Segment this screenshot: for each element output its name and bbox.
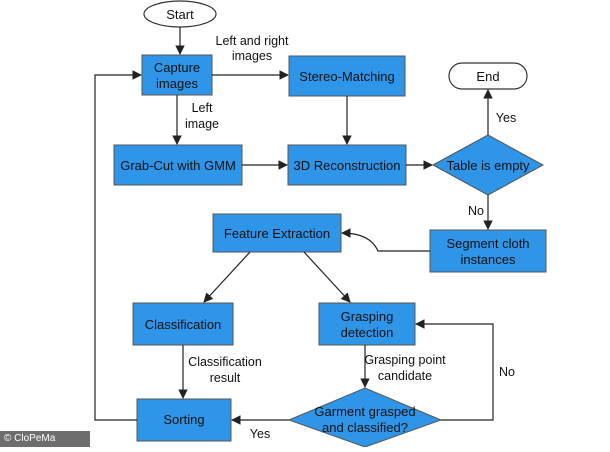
- label-grasp-point-1: Grasping point: [364, 353, 446, 367]
- stereo-matching-node: Stereo-Matching: [288, 55, 406, 97]
- sorting-label: Sorting: [163, 412, 204, 427]
- garment-label-2: and classified?: [322, 420, 408, 435]
- grabcut-label: Grab-Cut with GMM: [120, 158, 236, 173]
- garment-decision: Garment grasped and classified?: [287, 387, 443, 448]
- end-label: End: [476, 69, 499, 84]
- grab-cut-node: Grab-Cut with GMM: [113, 144, 243, 186]
- label-no-mid: No: [468, 204, 484, 218]
- capture-label-2: images: [156, 76, 198, 91]
- classification-label: Classification: [145, 317, 222, 332]
- sorting-node: Sorting: [136, 398, 232, 442]
- table-empty-label: Table is empty: [446, 158, 530, 173]
- classification-node: Classification: [132, 302, 234, 346]
- label-left-image-1: Left: [192, 101, 213, 115]
- segment-cloth-node: Segment cloth instances: [429, 229, 547, 273]
- label-no-right: No: [499, 365, 515, 379]
- label-left-image-2: image: [185, 117, 219, 131]
- start-node: Start: [143, 0, 217, 28]
- grasping-label-2: detection: [341, 325, 394, 340]
- end-node: End: [448, 62, 528, 90]
- feature-extraction-node: Feature Extraction: [212, 213, 342, 253]
- garment-label-1: Garment grasped: [314, 404, 415, 419]
- edge-labels: Left and right images Left image Yes No …: [185, 34, 516, 441]
- segment-label-2: instances: [461, 252, 516, 267]
- label-left-right-2: images: [232, 49, 272, 63]
- table-empty-decision: Table is empty: [431, 134, 545, 196]
- start-label: Start: [166, 7, 194, 22]
- edges: [94, 27, 494, 425]
- label-grasp-point-2: candidate: [378, 369, 432, 383]
- grasping-label-1: Grasping: [341, 309, 394, 324]
- recon-label: 3D Reconstruction: [294, 158, 401, 173]
- edge-segment-feature: [341, 228, 430, 252]
- label-yes-top: Yes: [496, 111, 516, 125]
- capture-label-1: Capture: [154, 60, 200, 75]
- edge-feature-grasping: [303, 251, 351, 303]
- reconstruction-node: 3D Reconstruction: [287, 144, 407, 186]
- label-yes-bottom: Yes: [250, 427, 270, 441]
- label-class-result-1: Classification: [188, 355, 262, 369]
- edge-sorting-capture: [94, 70, 142, 421]
- capture-images-node: Capture images: [141, 54, 213, 96]
- grasping-detection-node: Grasping detection: [318, 302, 416, 346]
- edge-feature-classification: [203, 251, 251, 303]
- label-left-right-1: Left and right: [216, 34, 289, 48]
- label-class-result-2: result: [210, 371, 241, 385]
- stereo-label: Stereo-Matching: [299, 69, 394, 84]
- edge-garment-grasping-no: [415, 319, 494, 421]
- image-credit: © CloPeMa: [0, 431, 90, 447]
- feature-label: Feature Extraction: [224, 226, 330, 241]
- segment-label-1: Segment cloth: [446, 236, 529, 251]
